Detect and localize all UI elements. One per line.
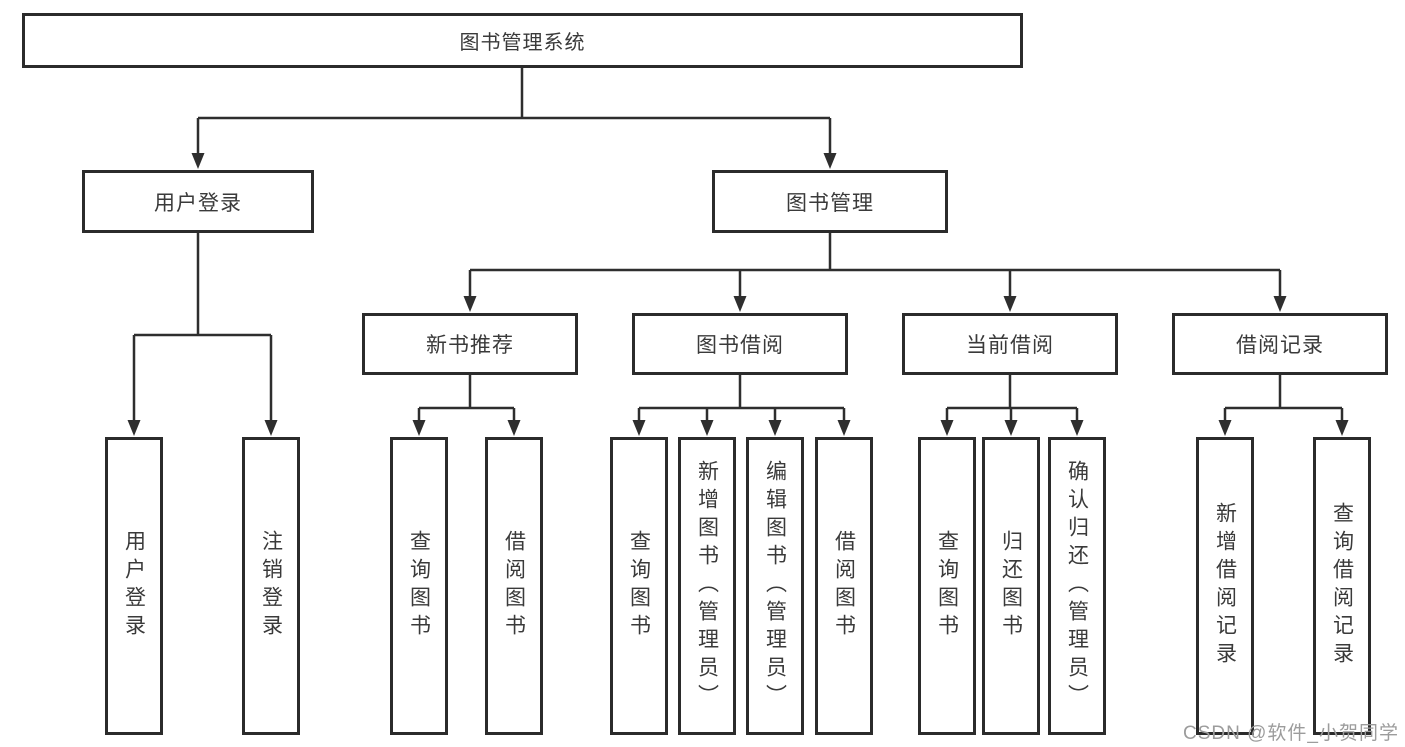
node-leaf-logout: 注销登录 — [242, 437, 300, 735]
node-current-borrowing: 当前借阅 — [902, 313, 1118, 375]
node-leaf-add-borrow-record: 新增借阅记录 — [1196, 437, 1254, 735]
node-book-management: 图书管理 — [712, 170, 948, 233]
connector-records-to-leaves — [1223, 375, 1344, 422]
node-leaf-user-login: 用户登录 — [105, 437, 163, 735]
node-leaf-edit-book-admin: 编辑图书（管理员） — [746, 437, 804, 735]
node-leaf-return-book: 归还图书 — [982, 437, 1040, 735]
node-leaf-query-books-3: 查询图书 — [918, 437, 976, 735]
csdn-watermark: CSDN @软件_小贺同学 — [1183, 723, 1399, 744]
node-book-borrowing: 图书借阅 — [632, 313, 848, 375]
node-leaf-confirm-return-admin: 确认归还（管理员） — [1048, 437, 1106, 735]
node-leaf-borrow-books-1: 借阅图书 — [485, 437, 543, 735]
node-leaf-query-borrow-record: 查询借阅记录 — [1313, 437, 1371, 735]
node-leaf-query-books-1: 查询图书 — [390, 437, 448, 735]
node-leaf-query-books-2: 查询图书 — [610, 437, 668, 735]
connector-bookmgmt-to-level3 — [468, 233, 1282, 298]
node-root: 图书管理系统 — [22, 13, 1023, 68]
node-user-login: 用户登录 — [82, 170, 314, 233]
connector-newbooks-to-leaves — [417, 375, 516, 422]
node-new-book-recommend: 新书推荐 — [362, 313, 578, 375]
node-borrowing-records: 借阅记录 — [1172, 313, 1388, 375]
connector-root-to-level2 — [196, 68, 832, 156]
connector-borrow-to-leaves — [637, 375, 846, 422]
node-leaf-borrow-books-2: 借阅图书 — [815, 437, 873, 735]
connector-userlogin-to-leaves — [132, 233, 273, 422]
node-leaf-add-book-admin: 新增图书（管理员） — [678, 437, 736, 735]
connector-current-to-leaves — [945, 375, 1079, 422]
